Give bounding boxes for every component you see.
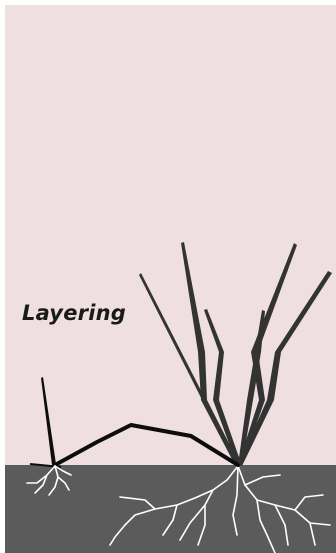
root: [27, 466, 55, 483]
root: [120, 497, 155, 509]
diagram-title: Layering: [22, 301, 126, 325]
parent-plant-icon: [110, 242, 332, 553]
layered-stem: [55, 425, 238, 465]
root: [58, 477, 69, 490]
layering-diagram: Layering: [5, 5, 336, 553]
root: [295, 495, 323, 510]
root: [238, 466, 315, 545]
layering-illustration: [5, 5, 336, 553]
root: [233, 466, 238, 535]
new-shoot: [41, 377, 56, 465]
root: [275, 505, 288, 545]
root: [110, 525, 125, 545]
root: [257, 500, 275, 553]
root: [163, 505, 177, 535]
leaf: [238, 271, 332, 466]
root: [245, 475, 280, 485]
leaf: [204, 309, 241, 465]
root: [310, 523, 330, 525]
root: [35, 475, 47, 493]
root: [125, 490, 213, 525]
parent-roots: [110, 466, 330, 553]
leaf: [181, 242, 239, 465]
bent-stem-icon: [55, 425, 238, 465]
rooted-shoot-icon: [27, 377, 71, 495]
new-roots: [27, 466, 71, 495]
